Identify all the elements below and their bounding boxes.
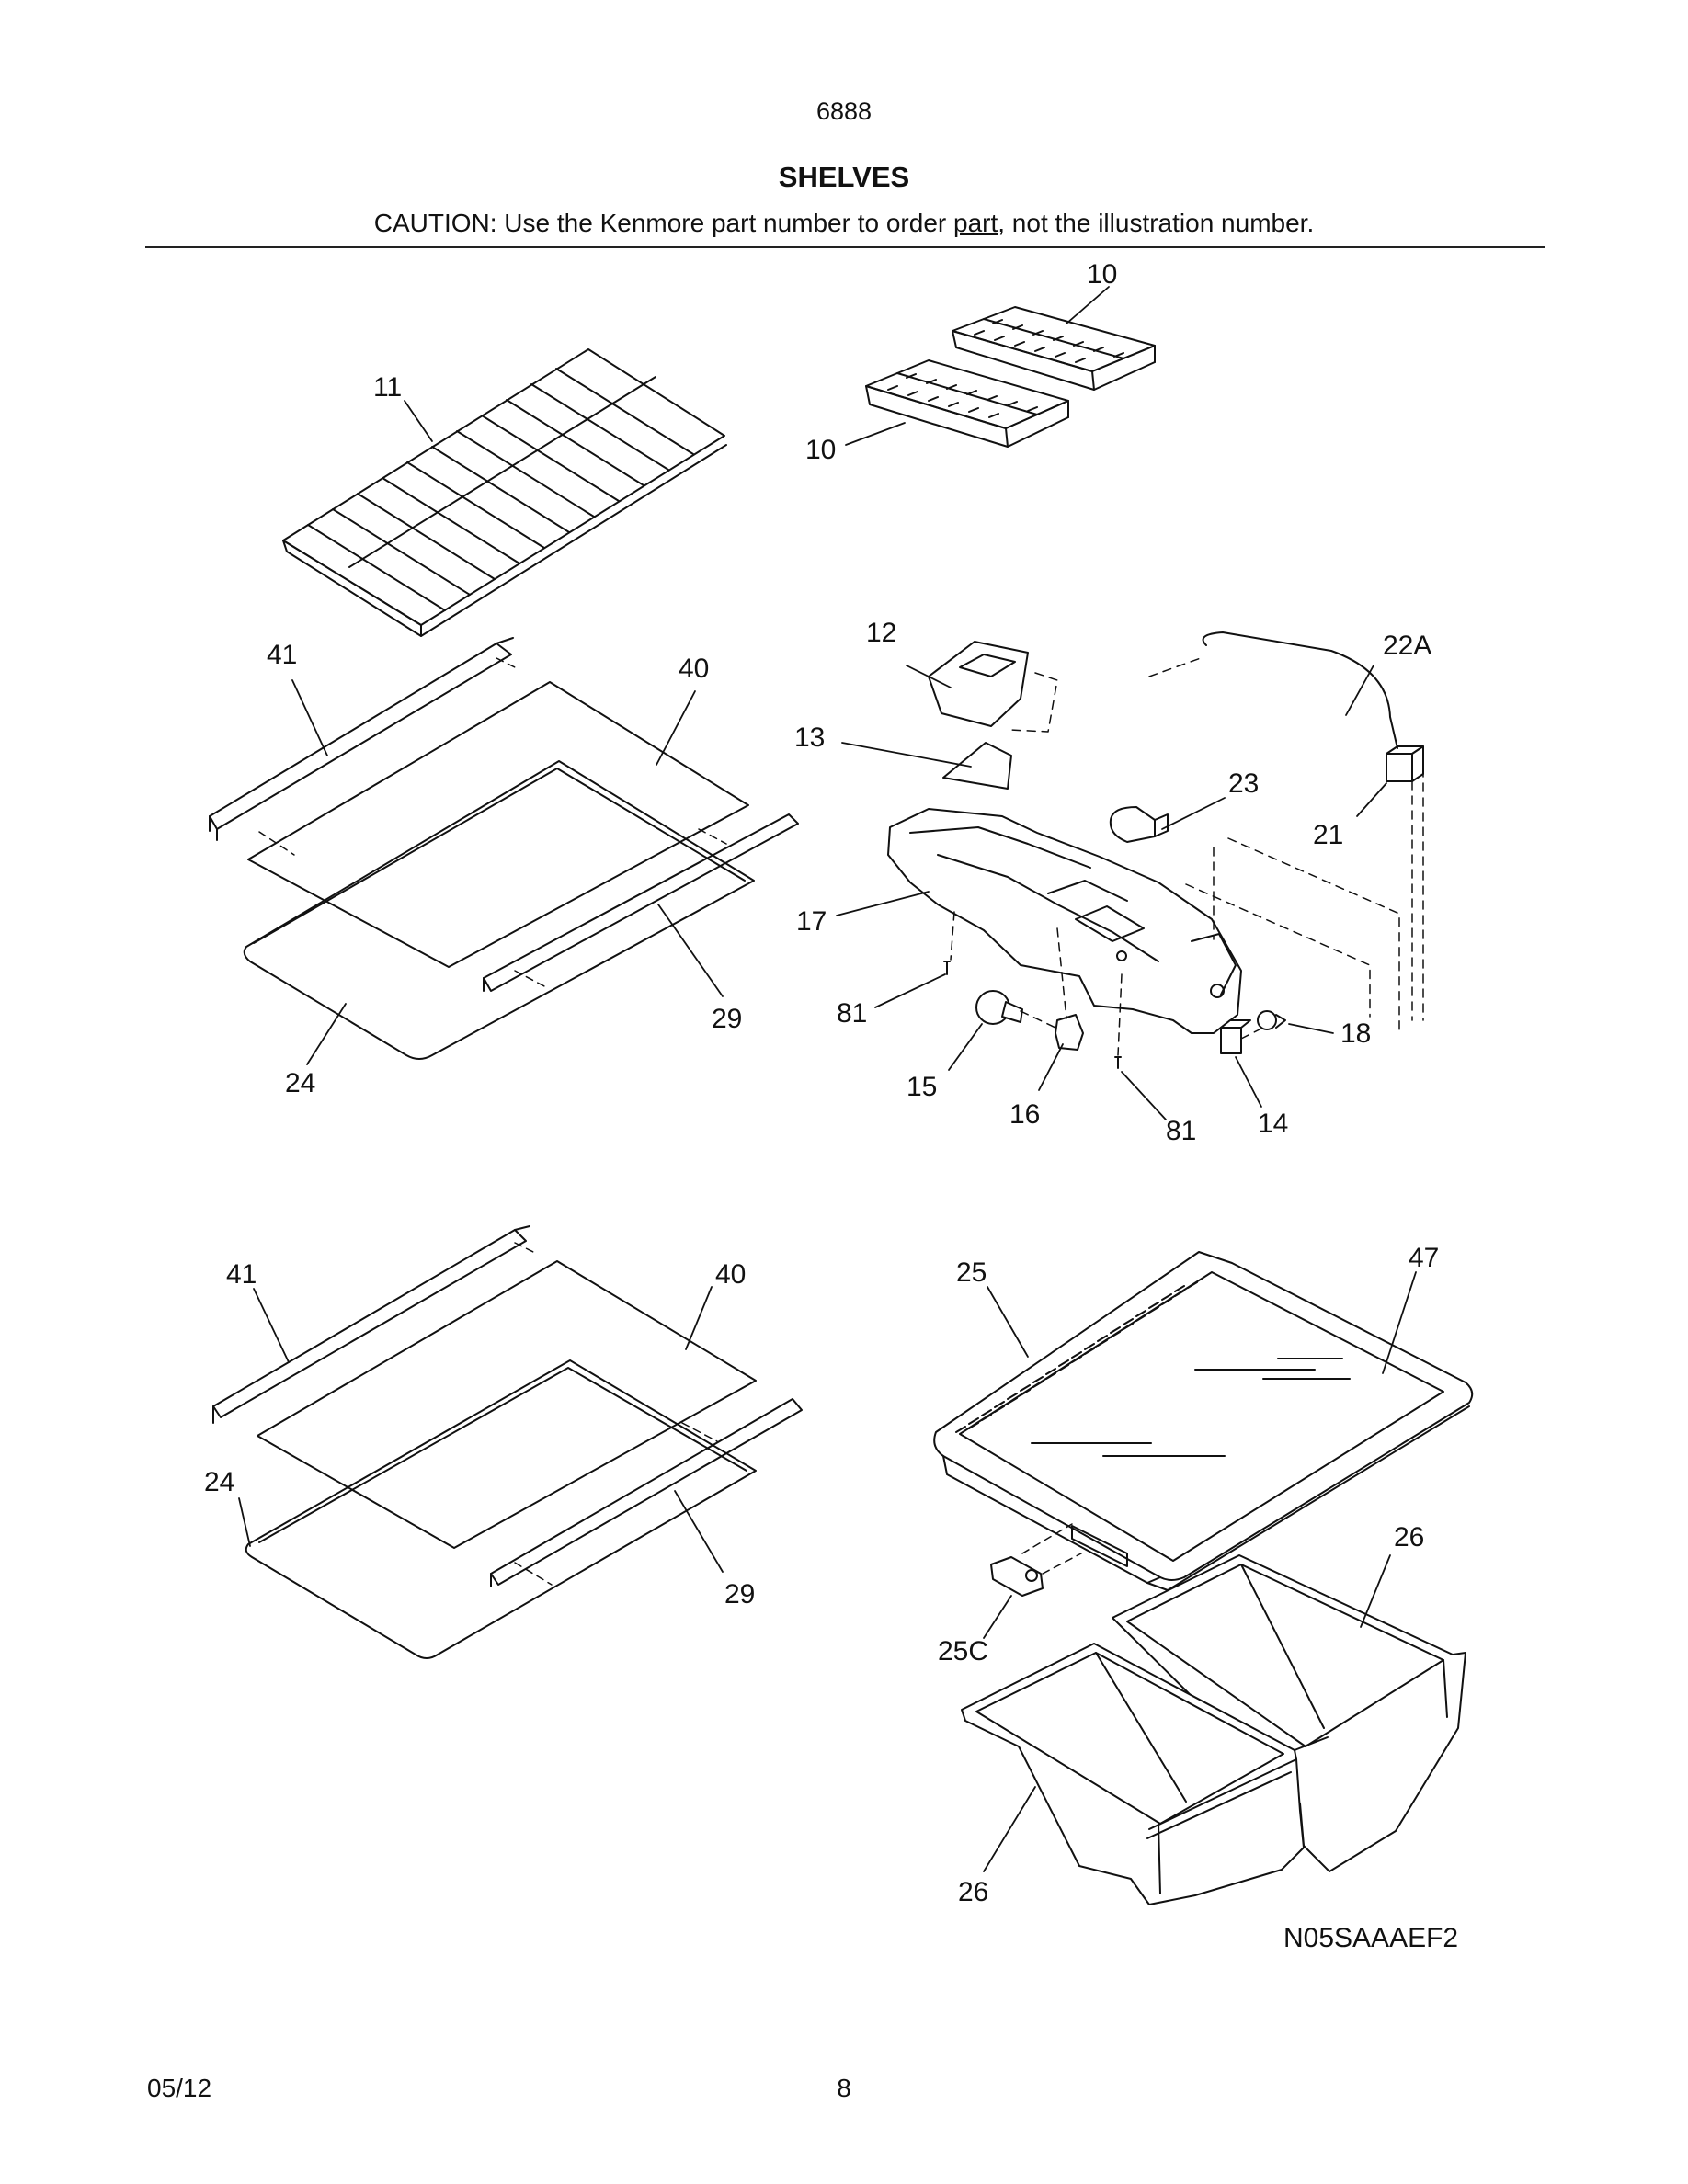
callout-47: 47 — [1409, 1243, 1439, 1273]
screws — [943, 961, 1122, 1069]
callout-10-bottom: 10 — [805, 435, 836, 465]
light-socket — [1055, 1014, 1084, 1051]
wire-harness — [1202, 631, 1398, 749]
wire-shelf — [282, 348, 727, 637]
callout-12: 12 — [866, 618, 896, 648]
callout-24-upper: 24 — [285, 1068, 315, 1098]
caution-prefix: CAUTION: Use the Kenmore part number to … — [373, 209, 953, 237]
crisper-cover — [933, 1251, 1474, 1591]
callout-81-left: 81 — [837, 998, 867, 1029]
crisper-drawer-front — [961, 1643, 1329, 1905]
callout-41-upper: 41 — [267, 640, 297, 670]
callout-29-lower: 29 — [724, 1579, 755, 1610]
callout-40-lower: 40 — [715, 1259, 746, 1290]
cover-bracket — [990, 1523, 1082, 1597]
callout-18: 18 — [1340, 1018, 1371, 1049]
callout-17: 17 — [796, 906, 827, 937]
callout-26-back: 26 — [1394, 1522, 1424, 1553]
assembly-guide-lines — [950, 657, 1424, 1056]
sensor-part — [1109, 806, 1169, 843]
connector-21 — [1386, 745, 1424, 782]
callout-15: 15 — [907, 1072, 937, 1102]
callout-29-upper: 29 — [712, 1004, 742, 1034]
callout-25: 25 — [956, 1257, 987, 1288]
ice-tray-back — [952, 306, 1156, 391]
callout-40-upper: 40 — [679, 654, 709, 684]
figure-code: N05SAAAEF2 — [1283, 1923, 1458, 1953]
caution-suffix: , not the illustration number. — [998, 209, 1315, 237]
callout-23: 23 — [1228, 768, 1259, 799]
callout-81-right: 81 — [1166, 1116, 1196, 1146]
ice-tray-front — [865, 359, 1069, 448]
callout-11: 11 — [373, 372, 402, 403]
header-rule — [145, 246, 1545, 248]
leader-lines — [238, 286, 1417, 1872]
model-number: 6888 — [815, 97, 873, 125]
page-number: 8 — [837, 2074, 851, 2102]
light-switch — [1220, 1019, 1251, 1054]
callout-14: 14 — [1258, 1109, 1288, 1139]
callout-13: 13 — [794, 722, 825, 753]
callout-22A: 22A — [1383, 631, 1431, 661]
light-housing-assembly — [887, 641, 1242, 1034]
light-bulb — [975, 990, 1023, 1025]
callout-26-front: 26 — [958, 1877, 988, 1907]
callout-10-top: 10 — [1087, 259, 1117, 290]
callout-41-lower: 41 — [226, 1259, 257, 1290]
callout-labels: 10 10 11 41 40 29 24 12 22A 13 23 21 17 … — [204, 259, 1458, 1953]
callout-16: 16 — [1009, 1099, 1040, 1130]
caution-underlined: part — [953, 209, 998, 237]
callout-21: 21 — [1313, 820, 1343, 850]
upper-glass-shelf-assembly — [209, 637, 799, 1060]
callout-25C: 25C — [938, 1636, 988, 1666]
callout-24-lower: 24 — [204, 1467, 234, 1497]
lower-glass-shelf-assembly — [212, 1225, 803, 1659]
footer-date: 05/12 — [147, 2074, 212, 2102]
switch-button — [1257, 1010, 1286, 1030]
page-title: SHELVES — [778, 161, 910, 193]
caution-note: CAUTION: Use the Kenmore part number to … — [0, 209, 1688, 238]
